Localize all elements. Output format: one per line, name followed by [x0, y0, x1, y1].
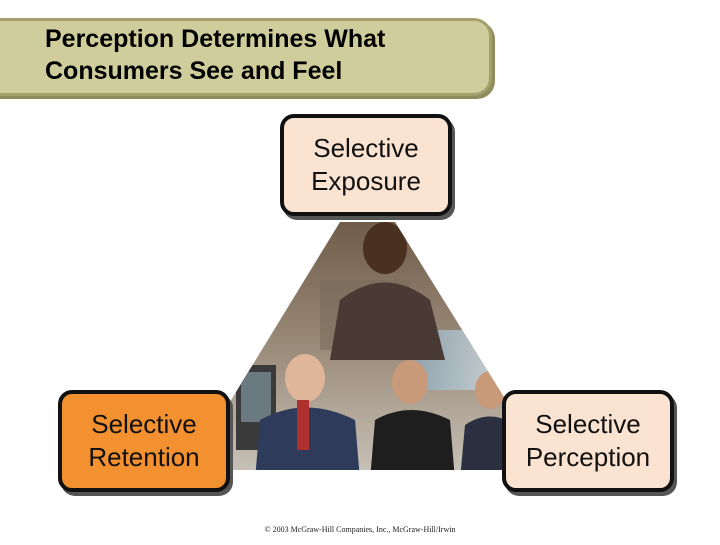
slide-title: Perception Determines What Consumers See… — [45, 25, 386, 85]
node-selective-retention: Selective Retention — [58, 390, 230, 492]
copyright-notice: © 2003 McGraw-Hill Companies, Inc., McGr… — [264, 525, 456, 534]
node-selective-exposure-label: Selective Exposure — [311, 133, 421, 196]
node-selective-perception: Selective Perception — [502, 390, 674, 492]
node-selective-perception-label: Selective Perception — [525, 409, 651, 472]
person-top-head — [363, 222, 407, 274]
node-selective-exposure: Selective Exposure — [280, 114, 452, 216]
node-selective-retention-label: Selective Retention — [88, 409, 200, 472]
title-banner — [0, 18, 492, 96]
